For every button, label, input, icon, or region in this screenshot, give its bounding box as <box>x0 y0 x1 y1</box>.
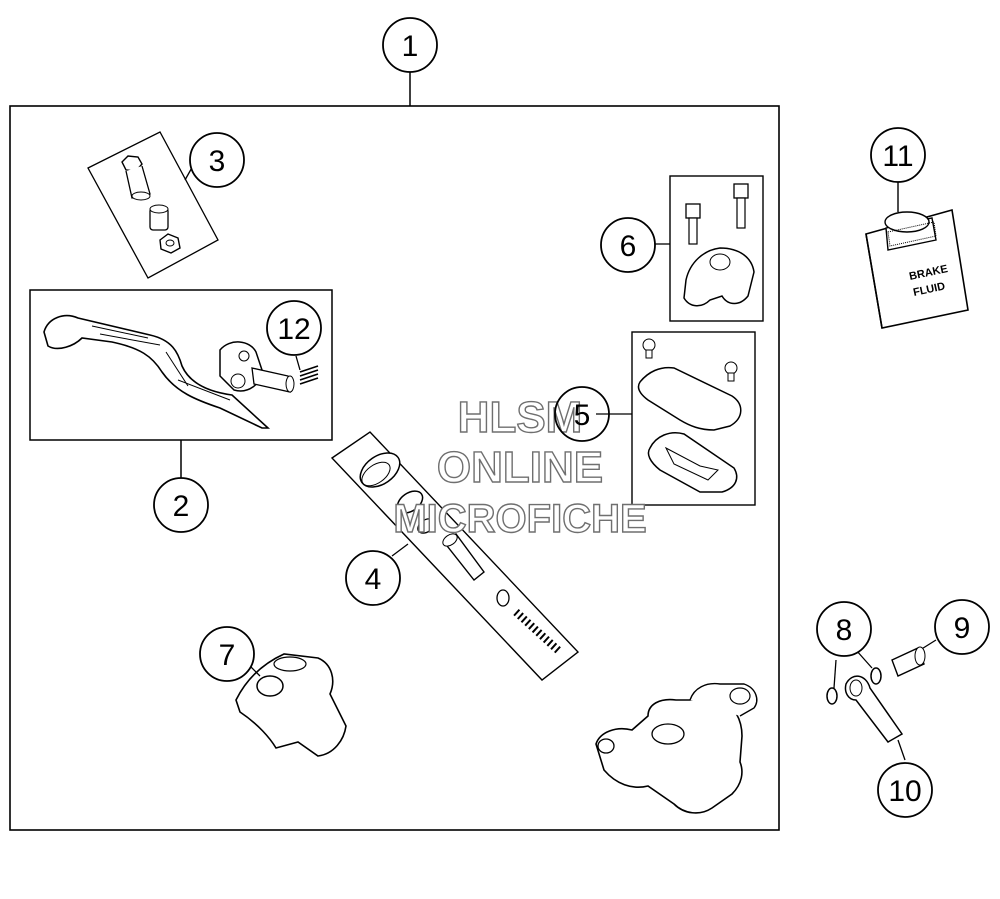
callout-11: 11 <box>870 127 926 183</box>
callout-8-number: 8 <box>836 614 853 647</box>
watermark-line2: ONLINE <box>437 443 603 492</box>
assembly-frame <box>9 105 780 831</box>
callout-10-number: 10 <box>888 775 921 808</box>
part-group-banjo <box>826 639 937 761</box>
watermark-line1: HLSM <box>458 393 583 442</box>
callout-1-number: 1 <box>402 30 419 63</box>
watermark-line3: MICROFICHE <box>393 497 646 541</box>
callout-6: 6 <box>600 217 656 273</box>
watermark: HLSM ONLINE MICROFICHE <box>393 392 648 541</box>
callout-12-number: 12 <box>277 313 310 346</box>
part-brake-fluid-bottle: BRAKE FLUID <box>865 182 969 329</box>
callout-11-number: 11 <box>882 140 913 173</box>
callout-10: 10 <box>877 762 933 818</box>
callout-5: 5 <box>554 386 610 442</box>
callout-7-number: 7 <box>219 639 236 672</box>
callout-2-number: 2 <box>173 490 190 523</box>
callout-8: 8 <box>816 601 872 657</box>
callout-1: 1 <box>382 17 438 73</box>
callout-5-number: 5 <box>574 399 591 432</box>
part-housing-left <box>235 653 347 757</box>
callout-9: 9 <box>934 599 990 655</box>
callout-3: 3 <box>189 132 245 188</box>
callout-9-number: 9 <box>954 612 971 645</box>
callout-7: 7 <box>199 626 255 682</box>
callout-3-number: 3 <box>209 145 226 178</box>
callout-6-number: 6 <box>620 230 637 263</box>
callout-4-number: 4 <box>365 563 382 596</box>
part-group-piston-kit <box>330 431 580 681</box>
callout-2: 2 <box>153 477 209 533</box>
part-group-clamp <box>654 175 764 322</box>
part-master-cylinder <box>595 682 758 814</box>
part-group-lever <box>29 289 333 478</box>
part-group-bolt-nut <box>87 131 219 279</box>
callout-12: 12 <box>266 300 322 356</box>
callout-4: 4 <box>345 550 401 606</box>
part-group-reservoir-cover <box>596 331 756 506</box>
